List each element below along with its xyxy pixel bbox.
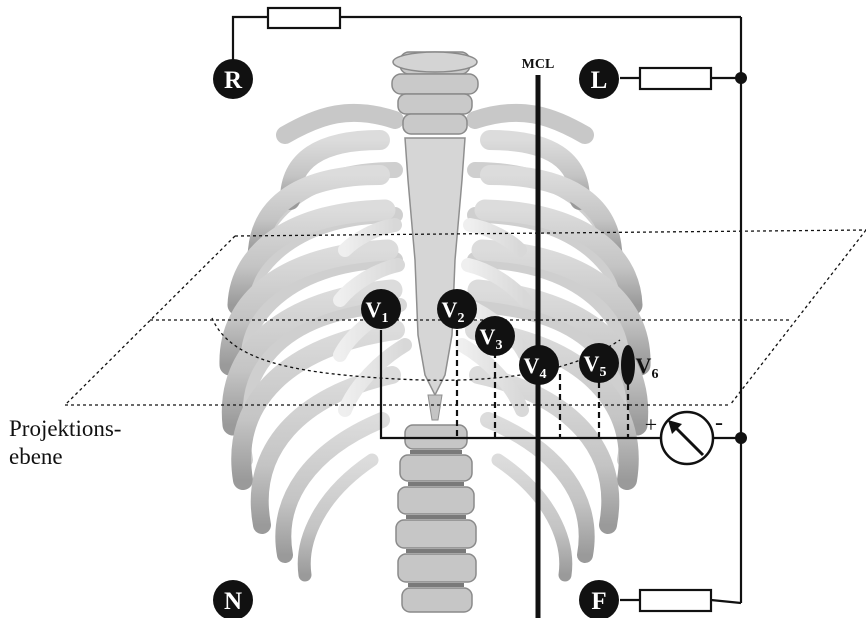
svg-text:V6: V6 (636, 353, 659, 382)
chest-lead-v5: V5 (579, 343, 619, 383)
electrode-f: F (579, 580, 619, 618)
svg-text:R: R (224, 67, 243, 94)
svg-text:L: L (591, 67, 608, 94)
chest-lead-v1: V1 (361, 289, 401, 329)
plane-label-line2: ebene (9, 443, 121, 471)
chest-lead-v2: V2 (437, 289, 477, 329)
resistor-top (268, 8, 340, 28)
electrode-l: L (579, 59, 619, 99)
svg-text:N: N (224, 588, 242, 615)
chest-lead-v4: V4 (519, 345, 559, 385)
junction-dot-top (735, 72, 747, 84)
resistor-foot (640, 590, 711, 611)
meter-plus-sign: + (645, 412, 657, 437)
plane-label-line1: Projektions- (9, 415, 121, 443)
rib-cage-illustration (230, 52, 640, 612)
electrode-n: N (213, 580, 253, 618)
meter-minus-sign: - (715, 410, 723, 436)
electrode-r: R (213, 59, 253, 99)
junction-dot-meter (735, 432, 747, 444)
plane-label: Projektions- ebene (9, 415, 121, 471)
voltmeter (661, 412, 713, 464)
resistor-left-arm (640, 68, 711, 89)
mcl-label: MCL (522, 57, 555, 72)
chest-lead-v3: V3 (475, 316, 515, 356)
svg-text:F: F (591, 588, 606, 615)
